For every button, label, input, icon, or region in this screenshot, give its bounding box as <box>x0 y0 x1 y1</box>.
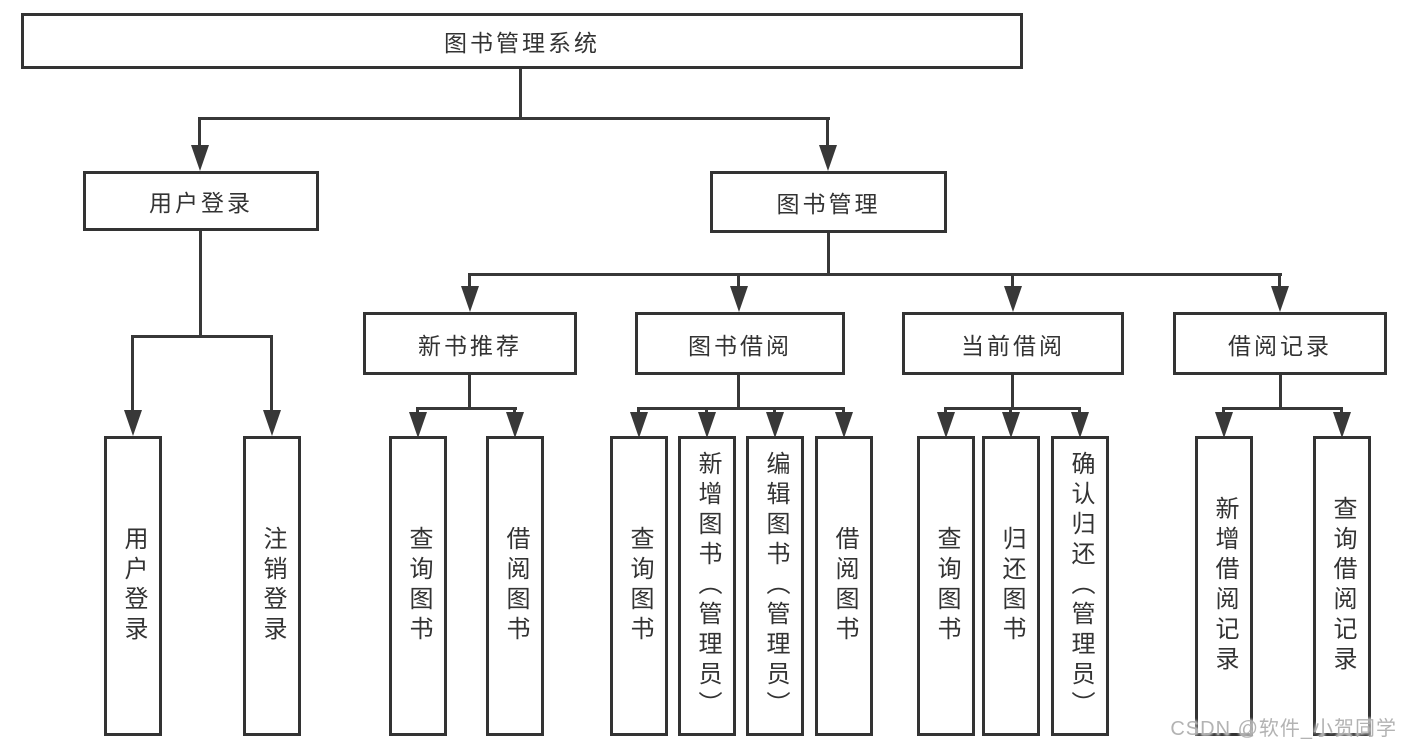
leaf-add-books-admin: 新增图书（管理员） <box>678 436 736 736</box>
connector-book-mgmt-stub <box>827 231 830 273</box>
arrowhead-down-icon <box>835 412 853 438</box>
connector-borrowing-stub <box>737 375 740 409</box>
arrowhead-down-icon <box>630 412 648 438</box>
leaf-confirm-return-admin: 确认归还（管理员） <box>1051 436 1109 736</box>
connector-level2-rail <box>198 117 830 120</box>
leaf-query-books-recommend: 查询图书 <box>389 436 447 736</box>
connector-drop <box>737 273 740 288</box>
node-label: 注销登录 <box>259 526 286 646</box>
connector-drop <box>773 407 776 415</box>
leaf-query-books-current: 查询图书 <box>917 436 975 736</box>
node-label: 查询图书 <box>933 526 960 646</box>
node-label: 图书借阅 <box>688 332 792 359</box>
arrowhead-down-icon <box>766 412 784 438</box>
connector-level3-rail <box>468 273 1282 276</box>
connector-book-mgmt-drop <box>826 117 829 147</box>
node-label: 新增图书（管理员） <box>694 451 721 721</box>
arrowhead-down-icon <box>124 410 142 436</box>
arrowhead-down-icon <box>937 412 955 438</box>
connector-drop <box>131 335 134 412</box>
leaf-borrow-books-recommend: 借阅图书 <box>486 436 544 736</box>
connector-drop <box>1011 273 1014 288</box>
connector-drop <box>1078 407 1081 415</box>
connector-user-login-rail <box>131 335 273 338</box>
leaf-logout: 注销登录 <box>243 436 301 736</box>
node-label: 图书管理系统 <box>444 30 600 56</box>
node-borrow-records: 借阅记录 <box>1173 312 1387 375</box>
arrowhead-down-icon <box>1271 286 1289 312</box>
node-book-management: 图书管理 <box>710 171 947 233</box>
leaf-return-books: 归还图书 <box>982 436 1040 736</box>
connector-new-rec-stub <box>468 375 471 409</box>
arrowhead-down-icon <box>1002 412 1020 438</box>
node-label: 借阅图书 <box>502 526 529 646</box>
connector-drop <box>1340 407 1343 415</box>
node-label: 当前借阅 <box>961 332 1065 359</box>
node-label: 查询图书 <box>405 526 432 646</box>
arrowhead-down-icon <box>730 286 748 312</box>
connector-records-stub <box>1279 375 1282 409</box>
arrowhead-down-icon <box>461 286 479 312</box>
node-label: 图书管理 <box>776 191 881 217</box>
node-label: 查询图书 <box>626 526 653 646</box>
connector-new-rec-rail <box>416 407 517 410</box>
node-label: 用户登录 <box>149 190 253 216</box>
node-label: 新书推荐 <box>418 332 522 359</box>
arrowhead-down-icon <box>1071 412 1089 438</box>
node-label: 编辑图书（管理员） <box>762 451 789 721</box>
connector-current-stub <box>1011 375 1014 409</box>
node-label: 归还图书 <box>998 526 1025 646</box>
node-label: 新增借阅记录 <box>1211 496 1238 676</box>
connector-drop <box>513 407 516 415</box>
leaf-borrow-books: 借阅图书 <box>815 436 873 736</box>
connector-borrowing-rail <box>637 407 845 410</box>
node-library-system: 图书管理系统 <box>21 13 1023 69</box>
leaf-edit-books-admin: 编辑图书（管理员） <box>746 436 804 736</box>
connector-drop <box>1009 407 1012 415</box>
leaf-user-login: 用户登录 <box>104 436 162 736</box>
connector-drop <box>637 407 640 415</box>
arrowhead-down-icon <box>698 412 716 438</box>
connector-drop <box>416 407 419 415</box>
arrowhead-down-icon <box>819 145 837 171</box>
node-label: 借阅图书 <box>831 526 858 646</box>
connector-drop <box>705 407 708 415</box>
leaf-query-borrow-record: 查询借阅记录 <box>1313 436 1371 736</box>
leaf-add-borrow-record: 新增借阅记录 <box>1195 436 1253 736</box>
connector-user-login-stub <box>199 230 202 335</box>
node-current-borrowing: 当前借阅 <box>902 312 1124 375</box>
node-user-login: 用户登录 <box>83 171 319 231</box>
connector-drop <box>944 407 947 415</box>
connector-user-login-drop <box>198 117 201 147</box>
node-new-book-recommend: 新书推荐 <box>363 312 577 375</box>
arrowhead-down-icon <box>1333 412 1351 438</box>
connector-drop <box>842 407 845 415</box>
arrowhead-down-icon <box>1215 412 1233 438</box>
leaf-query-books-borrowing: 查询图书 <box>610 436 668 736</box>
node-label: 查询借阅记录 <box>1329 496 1356 676</box>
connector-current-rail <box>944 407 1081 410</box>
arrowhead-down-icon <box>1004 286 1022 312</box>
arrowhead-down-icon <box>191 145 209 171</box>
arrowhead-down-icon <box>263 410 281 436</box>
connector-drop <box>468 273 471 288</box>
connector-root-stub <box>519 69 522 117</box>
node-label: 用户登录 <box>120 526 147 646</box>
watermark: CSDN @软件_小贺同学 <box>1170 718 1397 740</box>
connector-drop <box>1222 407 1225 415</box>
connector-drop <box>270 335 273 412</box>
node-book-borrowing: 图书借阅 <box>635 312 845 375</box>
node-label: 借阅记录 <box>1228 332 1332 359</box>
connector-drop <box>1278 273 1281 288</box>
arrowhead-down-icon <box>409 412 427 438</box>
arrowhead-down-icon <box>506 412 524 438</box>
connector-records-rail <box>1222 407 1343 410</box>
node-label: 确认归还（管理员） <box>1067 451 1094 721</box>
